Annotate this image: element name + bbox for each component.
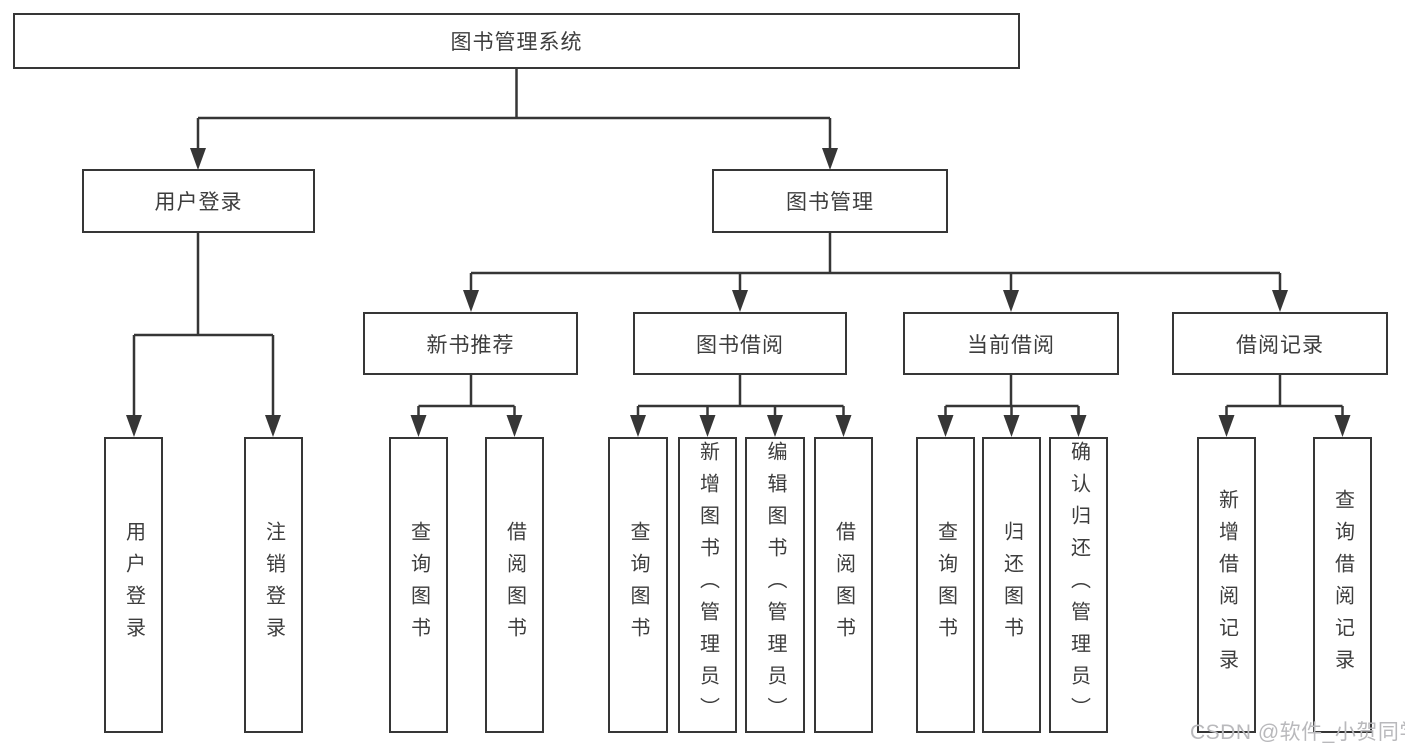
node-label: 查询图书 <box>934 521 957 649</box>
node-new-book-recommendation: 新书推荐 <box>363 312 578 375</box>
node-label: 查询图书 <box>407 521 430 649</box>
node-borrowing-records: 借阅记录 <box>1172 312 1388 375</box>
node-label: 查询图书 <box>627 521 649 649</box>
arrowhead-icons <box>126 148 1351 437</box>
node-label: 图书管理 <box>786 191 874 214</box>
node-label: 图书管理系统 <box>450 31 583 54</box>
node-label: 用户登录 <box>154 191 243 214</box>
node-label: 借阅图书 <box>503 521 526 649</box>
node-book-borrowing: 图书借阅 <box>633 312 847 375</box>
node-label: 当前借阅 <box>967 333 1055 357</box>
node-library-management-system: 图书管理系统 <box>13 13 1020 69</box>
node-current-borrowing: 当前借阅 <box>903 312 1119 375</box>
node-label: 编辑图书（管理员） <box>764 441 786 729</box>
node-label: 借阅图书 <box>832 521 855 649</box>
node-label: 图书借阅 <box>696 333 784 357</box>
node-borrowing-add-books-admin: 新增图书（管理员） <box>678 437 737 733</box>
node-label: 新增图书（管理员） <box>696 441 719 729</box>
node-user-login: 用户登录 <box>82 169 315 233</box>
node-label: 注销登录 <box>262 521 285 649</box>
node-borrowing-query-books: 查询图书 <box>608 437 668 733</box>
node-label: 新增借阅记录 <box>1215 489 1238 681</box>
node-logout-leaf: 注销登录 <box>244 437 303 733</box>
node-label: 用户登录 <box>122 521 145 649</box>
node-current-return-books: 归还图书 <box>982 437 1041 733</box>
node-book-management: 图书管理 <box>712 169 948 233</box>
node-label: 确认归还（管理员） <box>1067 441 1090 729</box>
node-recommend-query-books: 查询图书 <box>389 437 448 733</box>
node-borrowing-edit-books-admin: 编辑图书（管理员） <box>745 437 805 733</box>
node-borrowing-borrow-books: 借阅图书 <box>814 437 873 733</box>
node-label: 归还图书 <box>1000 521 1023 649</box>
node-records-query-borrow-record: 查询借阅记录 <box>1313 437 1372 733</box>
node-records-add-borrow-record: 新增借阅记录 <box>1197 437 1256 733</box>
node-label: 借阅记录 <box>1236 333 1324 357</box>
node-current-confirm-return-admin: 确认归还（管理员） <box>1049 437 1108 733</box>
node-user-login-leaf: 用户登录 <box>104 437 163 733</box>
csdn-watermark: CSDN @软件_小贺同学 <box>1190 721 1405 744</box>
connector-lines <box>132 69 1344 433</box>
node-label: 查询借阅记录 <box>1331 489 1354 681</box>
node-label: 新书推荐 <box>426 333 515 357</box>
node-recommend-borrow-books: 借阅图书 <box>485 437 544 733</box>
node-current-query-books: 查询图书 <box>916 437 975 733</box>
